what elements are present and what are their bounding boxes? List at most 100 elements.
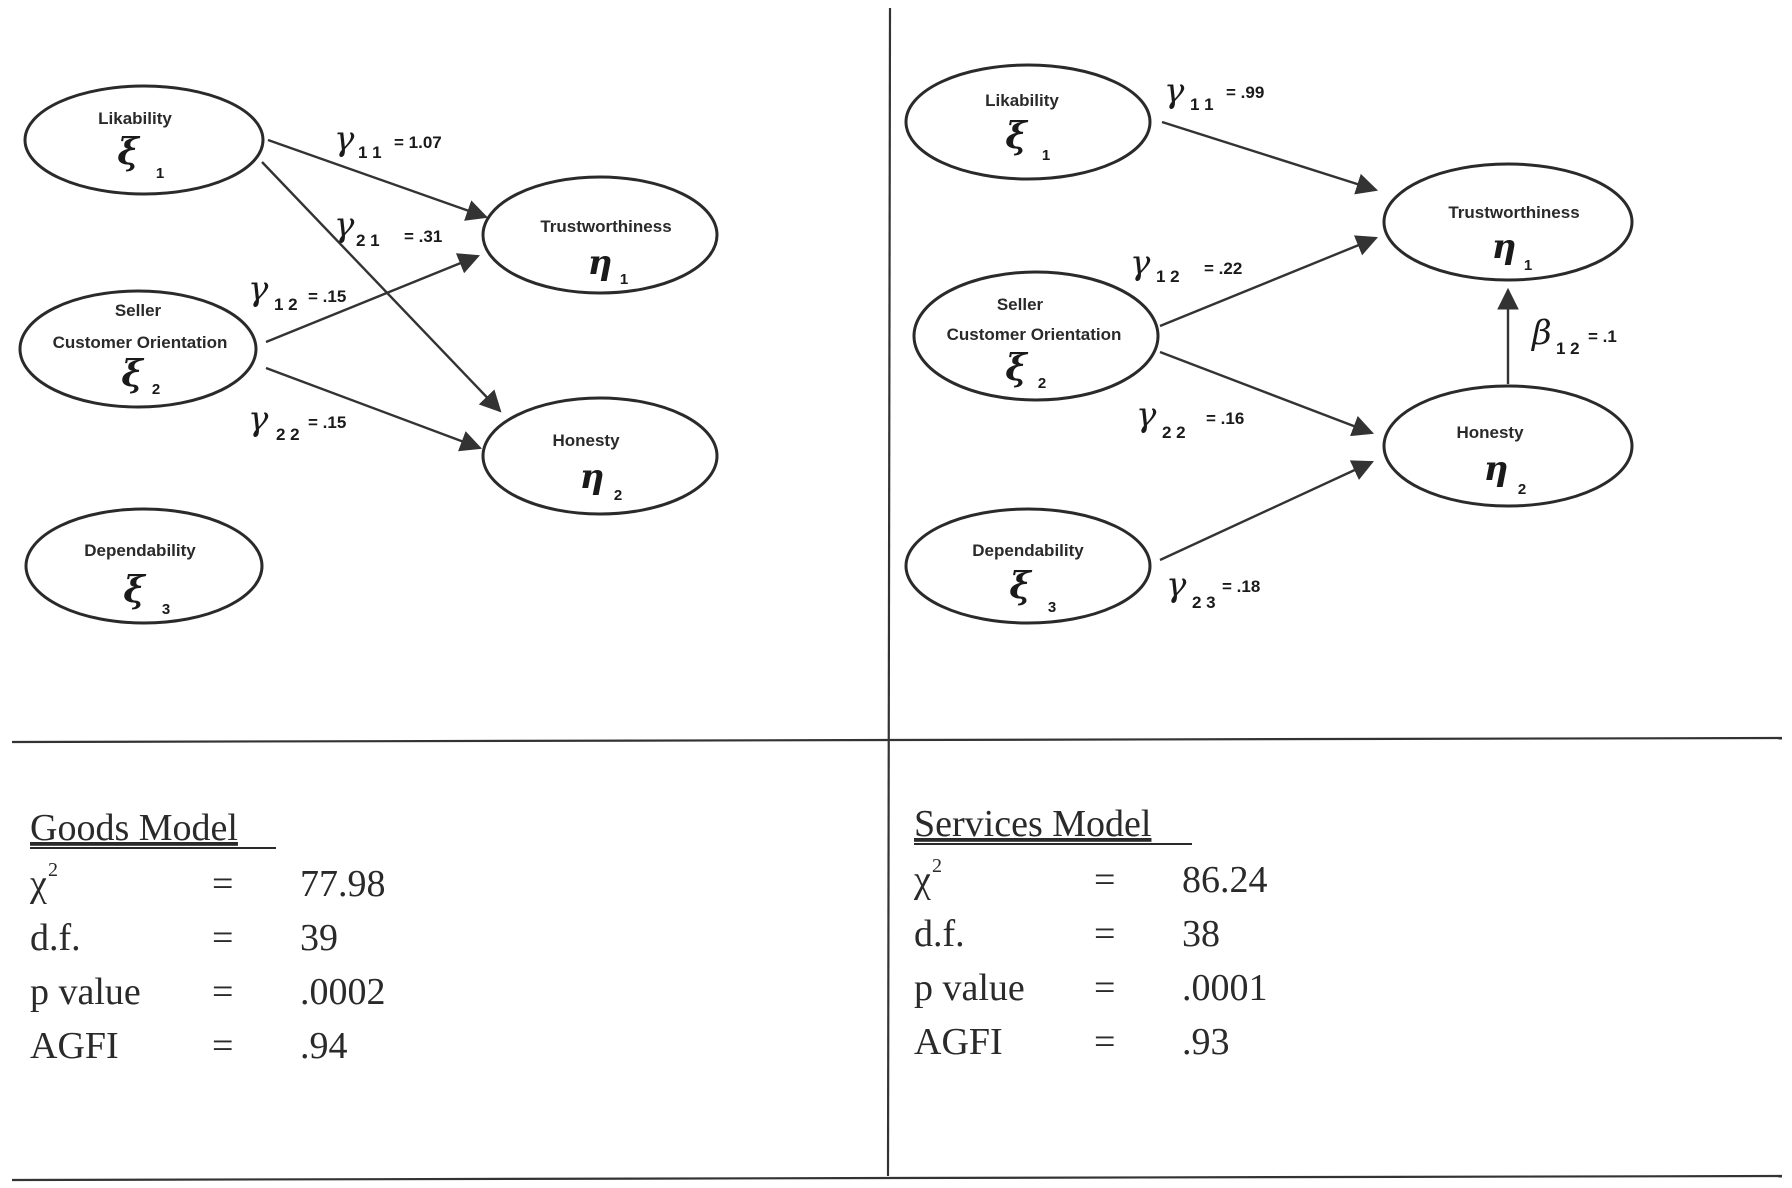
svg-text:= .31: = .31 (404, 227, 442, 246)
goods-edge-seller-trust (265, 253, 481, 344)
svg-text:γ: γ (334, 119, 355, 159)
services-trust-label: Trustworthiness (1448, 203, 1579, 222)
services-stat-df-value: 38 (1182, 913, 1220, 955)
services-coef-b12: β 1 2 = .1 (1530, 313, 1617, 358)
services-stat-p-label: p value (914, 967, 1025, 1009)
goods-node-seller: Seller Customer Orientation ξ 2 (18, 289, 258, 409)
services-stat-chi-value: 86.24 (1182, 859, 1268, 901)
goods-stat-p-eq: = (212, 971, 233, 1013)
horizontal-divider-bottom (11, 1174, 1783, 1182)
services-honesty-label: Honesty (1456, 423, 1524, 442)
svg-text:γ: γ (334, 205, 355, 245)
svg-text:= 1.07: = 1.07 (394, 133, 442, 152)
services-seller-label-1: Seller (997, 295, 1044, 314)
services-stat-df-eq: = (1094, 913, 1115, 955)
services-seller-label-2: Customer Orientation (947, 325, 1122, 344)
services-edge-seller-honesty (1159, 350, 1375, 437)
svg-text:γ: γ (1136, 395, 1157, 435)
services-stat-chi-eq: = (1094, 859, 1115, 901)
services-coef-g12: γ 1 2 = .22 (1130, 243, 1242, 286)
svg-text:2 3: 2 3 (1192, 593, 1216, 612)
goods-stat-p-label: p value (30, 971, 141, 1013)
services-coef-g22: γ 2 2 = .16 (1136, 395, 1244, 442)
services-node-seller: Seller Customer Orientation ξ 2 (912, 270, 1160, 402)
svg-text:2 2: 2 2 (1162, 423, 1186, 442)
goods-trust-symbol: η (588, 243, 613, 283)
goods-stats: Goods Model χ 2 = 77.98 d.f. = 39 p valu… (29, 807, 386, 1067)
goods-seller-label-2: Customer Orientation (53, 333, 228, 352)
vertical-divider (886, 7, 892, 1177)
goods-node-trust: Trustworthiness η 1 (481, 175, 719, 295)
goods-seller-label-1: Seller (115, 301, 162, 320)
svg-text:γ: γ (1166, 565, 1187, 605)
svg-text:1 1: 1 1 (358, 143, 382, 162)
goods-honesty-symbol: η (580, 457, 605, 497)
goods-coef-g22: γ 2 2 = .15 (248, 399, 346, 444)
services-coef-g11: γ 1 1 = .99 (1164, 71, 1264, 114)
goods-edge-likability-trust (267, 138, 489, 221)
goods-stat-chi-sup: 2 (48, 859, 58, 881)
svg-text:1 2: 1 2 (1556, 339, 1580, 358)
services-edge-likability-trust (1161, 120, 1379, 195)
svg-text:γ: γ (248, 399, 269, 439)
goods-edge-seller-honesty (265, 366, 483, 452)
horizontal-divider-middle (11, 736, 1783, 744)
goods-likability-label: Likability (98, 109, 172, 128)
services-edge-seller-trust (1159, 235, 1379, 328)
services-likability-label: Likability (985, 91, 1059, 110)
services-stat-df-label: d.f. (914, 913, 965, 955)
goods-node-dependability: Dependability ξ 3 (24, 507, 264, 625)
goods-stats-title: Goods Model (30, 807, 238, 849)
goods-seller-symbol: ξ (121, 353, 144, 395)
goods-dependability-symbol: ξ (123, 569, 146, 611)
services-node-honesty: Honesty η 2 (1382, 384, 1634, 508)
services-edge-dependability-honesty (1159, 460, 1374, 562)
services-coef-g23: γ 2 3 = .18 (1166, 565, 1260, 612)
svg-text:= .18: = .18 (1222, 577, 1260, 596)
services-likability-symbol: ξ (1005, 115, 1028, 157)
goods-honesty-sub: 2 (614, 487, 622, 504)
goods-node-honesty: Honesty η 2 (481, 396, 719, 516)
services-stat-agfi-eq: = (1094, 1021, 1115, 1063)
goods-stat-df-eq: = (212, 917, 233, 959)
services-stat-p-eq: = (1094, 967, 1115, 1009)
goods-edge-likability-honesty (261, 161, 502, 413)
goods-stat-chi-value: 77.98 (300, 863, 386, 905)
goods-stat-df-value: 39 (300, 917, 338, 959)
services-stat-agfi-value: .93 (1182, 1021, 1230, 1063)
services-stat-chi-sup: 2 (932, 855, 942, 877)
goods-stat-agfi-label: AGFI (30, 1025, 119, 1067)
services-node-dependability: Dependability ξ 3 (904, 507, 1152, 625)
services-dependability-symbol: ξ (1009, 565, 1032, 607)
goods-honesty-label: Honesty (552, 431, 620, 450)
svg-text:γ: γ (1164, 71, 1185, 111)
goods-dependability-sub: 3 (162, 601, 170, 618)
services-likability-sub: 1 (1042, 147, 1050, 164)
services-stats: Services Model χ 2 = 86.24 d.f. = 38 p v… (913, 803, 1268, 1063)
services-honesty-sub: 2 (1518, 481, 1526, 498)
services-dependability-label: Dependability (972, 541, 1084, 560)
svg-text:2 2: 2 2 (276, 425, 300, 444)
svg-text:1 1: 1 1 (1190, 95, 1214, 114)
services-node-likability: Likability ξ 1 (904, 63, 1152, 181)
goods-trust-sub: 1 (620, 271, 628, 288)
goods-stat-agfi-value: .94 (300, 1025, 348, 1067)
svg-text:β: β (1530, 313, 1552, 353)
svg-text:= .15: = .15 (308, 287, 346, 306)
goods-coef-g11: γ 1 1 = 1.07 (334, 119, 442, 162)
goods-stat-chi-label: χ (29, 863, 47, 905)
svg-text:= .1: = .1 (1588, 327, 1617, 346)
goods-node-likability: Likability ξ 1 (23, 84, 265, 196)
goods-likability-sub: 1 (156, 165, 164, 182)
services-trust-sub: 1 (1524, 257, 1532, 274)
services-honesty-symbol: η (1484, 449, 1509, 489)
goods-stat-chi-eq: = (212, 863, 233, 905)
goods-dependability-label: Dependability (84, 541, 196, 560)
services-diagram: Likability ξ 1 Seller Customer Orientati… (904, 63, 1634, 625)
services-stat-p-value: .0001 (1182, 967, 1268, 1009)
svg-text:= .99: = .99 (1226, 83, 1264, 102)
goods-likability-symbol: ξ (117, 131, 140, 173)
services-seller-symbol: ξ (1005, 347, 1028, 389)
